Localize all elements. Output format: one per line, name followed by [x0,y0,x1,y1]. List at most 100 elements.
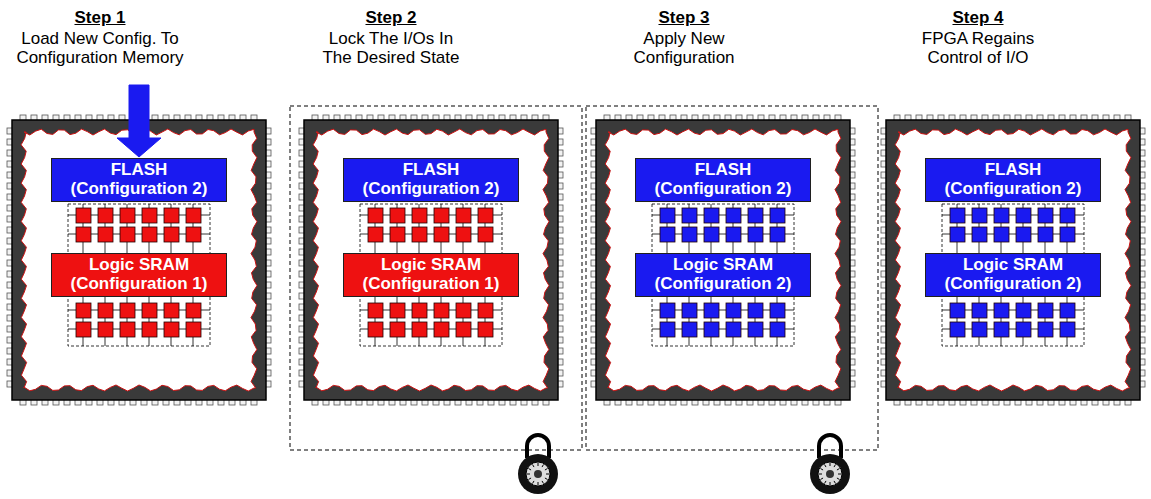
logic-cell [660,227,675,242]
logic-cell [186,208,201,223]
logic-cell [478,227,493,242]
dial-tick [838,474,841,475]
dial-tick [533,481,535,484]
logic-cell [994,303,1009,318]
die-area [21,129,257,391]
logic-cell [142,303,157,318]
logic-cell [120,227,135,242]
lock-boundary [290,106,582,450]
logic-cell [1038,322,1053,337]
logic-cell [368,322,383,337]
lock-boundary [586,106,878,450]
logic-cell [412,208,427,223]
memory-label: FLASH (Configuration 2) [932,161,1094,198]
logic-cell [434,322,449,337]
dial-knob [826,470,834,478]
chip-package [304,120,558,400]
logic-cell [390,208,405,223]
logic-cell [1016,322,1031,337]
logic-cell [660,322,675,337]
logic-cell [368,208,383,223]
load-arrow [117,85,161,157]
step-heading: Step 3 [623,8,745,28]
dial-tick [830,482,831,485]
logic-cell [682,322,697,337]
logic-cell [98,303,113,318]
dial-tick [527,474,530,475]
logic-cell [660,208,675,223]
memory-label: FLASH (Configuration 2) [642,161,804,198]
memory-label: Logic SRAM (Configuration 1) [350,256,512,293]
fpga-chip [881,115,1145,405]
logic-cell [1060,208,1075,223]
logic-cell [368,303,383,318]
logic-cell [164,322,179,337]
step-description: Lock The I/Os In The Desired State [315,29,467,67]
memory-label: FLASH (Configuration 2) [58,161,220,198]
dial-tick [545,469,548,471]
logic-cell [770,227,785,242]
logic-cell [390,227,405,242]
flash-memory-box: FLASH (Configuration 2) [343,158,519,202]
flash-memory-box: FLASH (Configuration 2) [635,158,811,202]
logic-cell [972,208,987,223]
logic-cell [76,303,91,318]
dial-tick [528,469,531,471]
dial-tick [837,469,840,471]
logic-cell [1016,303,1031,318]
sram-memory-box: Logic SRAM (Configuration 2) [635,253,811,297]
dial-knob [534,470,542,478]
logic-cell [950,322,965,337]
dial-tick [542,481,544,484]
step-description: Apply New Configuration [623,29,745,67]
dial-tick [546,474,549,475]
logic-cell [682,227,697,242]
logic-cell [98,227,113,242]
memory-label: Logic SRAM (Configuration 2) [642,256,804,293]
logic-cell [972,303,987,318]
die-area [605,129,841,391]
logic-cell [164,208,179,223]
flash-memory-box: FLASH (Configuration 2) [925,158,1101,202]
chip-package [886,120,1140,400]
logic-cell [726,227,741,242]
dial-tick [830,463,831,466]
logic-cell [726,303,741,318]
logic-cell [682,208,697,223]
step-description: Load New Config. To Configuration Memory [5,29,195,67]
logic-cell [390,303,405,318]
sram-memory-box: Logic SRAM (Configuration 1) [51,253,227,297]
logic-cell [434,303,449,318]
fpga-chip [7,115,271,405]
memory-label: Logic SRAM (Configuration 2) [932,256,1094,293]
logic-cell [972,227,987,242]
logic-cell [390,322,405,337]
logic-cell [994,322,1009,337]
padlock-body [518,454,558,494]
logic-cell [120,208,135,223]
logic-cell [704,322,719,337]
logic-cell [972,322,987,337]
dial-tick [834,481,836,484]
logic-cell [412,303,427,318]
logic-cell [434,208,449,223]
logic-cell [994,227,1009,242]
dial-tick [825,464,827,467]
logic-cell [368,227,383,242]
logic-cell [1038,303,1053,318]
logic-cell [142,322,157,337]
padlock-body [810,454,850,494]
dial-tick [837,478,840,480]
sram-memory-box: Logic SRAM (Configuration 2) [925,253,1101,297]
logic-cell [704,303,719,318]
logic-cell [456,322,471,337]
die-area [895,129,1131,391]
logic-cell [1060,322,1075,337]
dial-tick [538,463,539,466]
dial-tick [819,474,822,475]
logic-cell [76,208,91,223]
dial-tick [825,481,827,484]
logic-cell [164,303,179,318]
